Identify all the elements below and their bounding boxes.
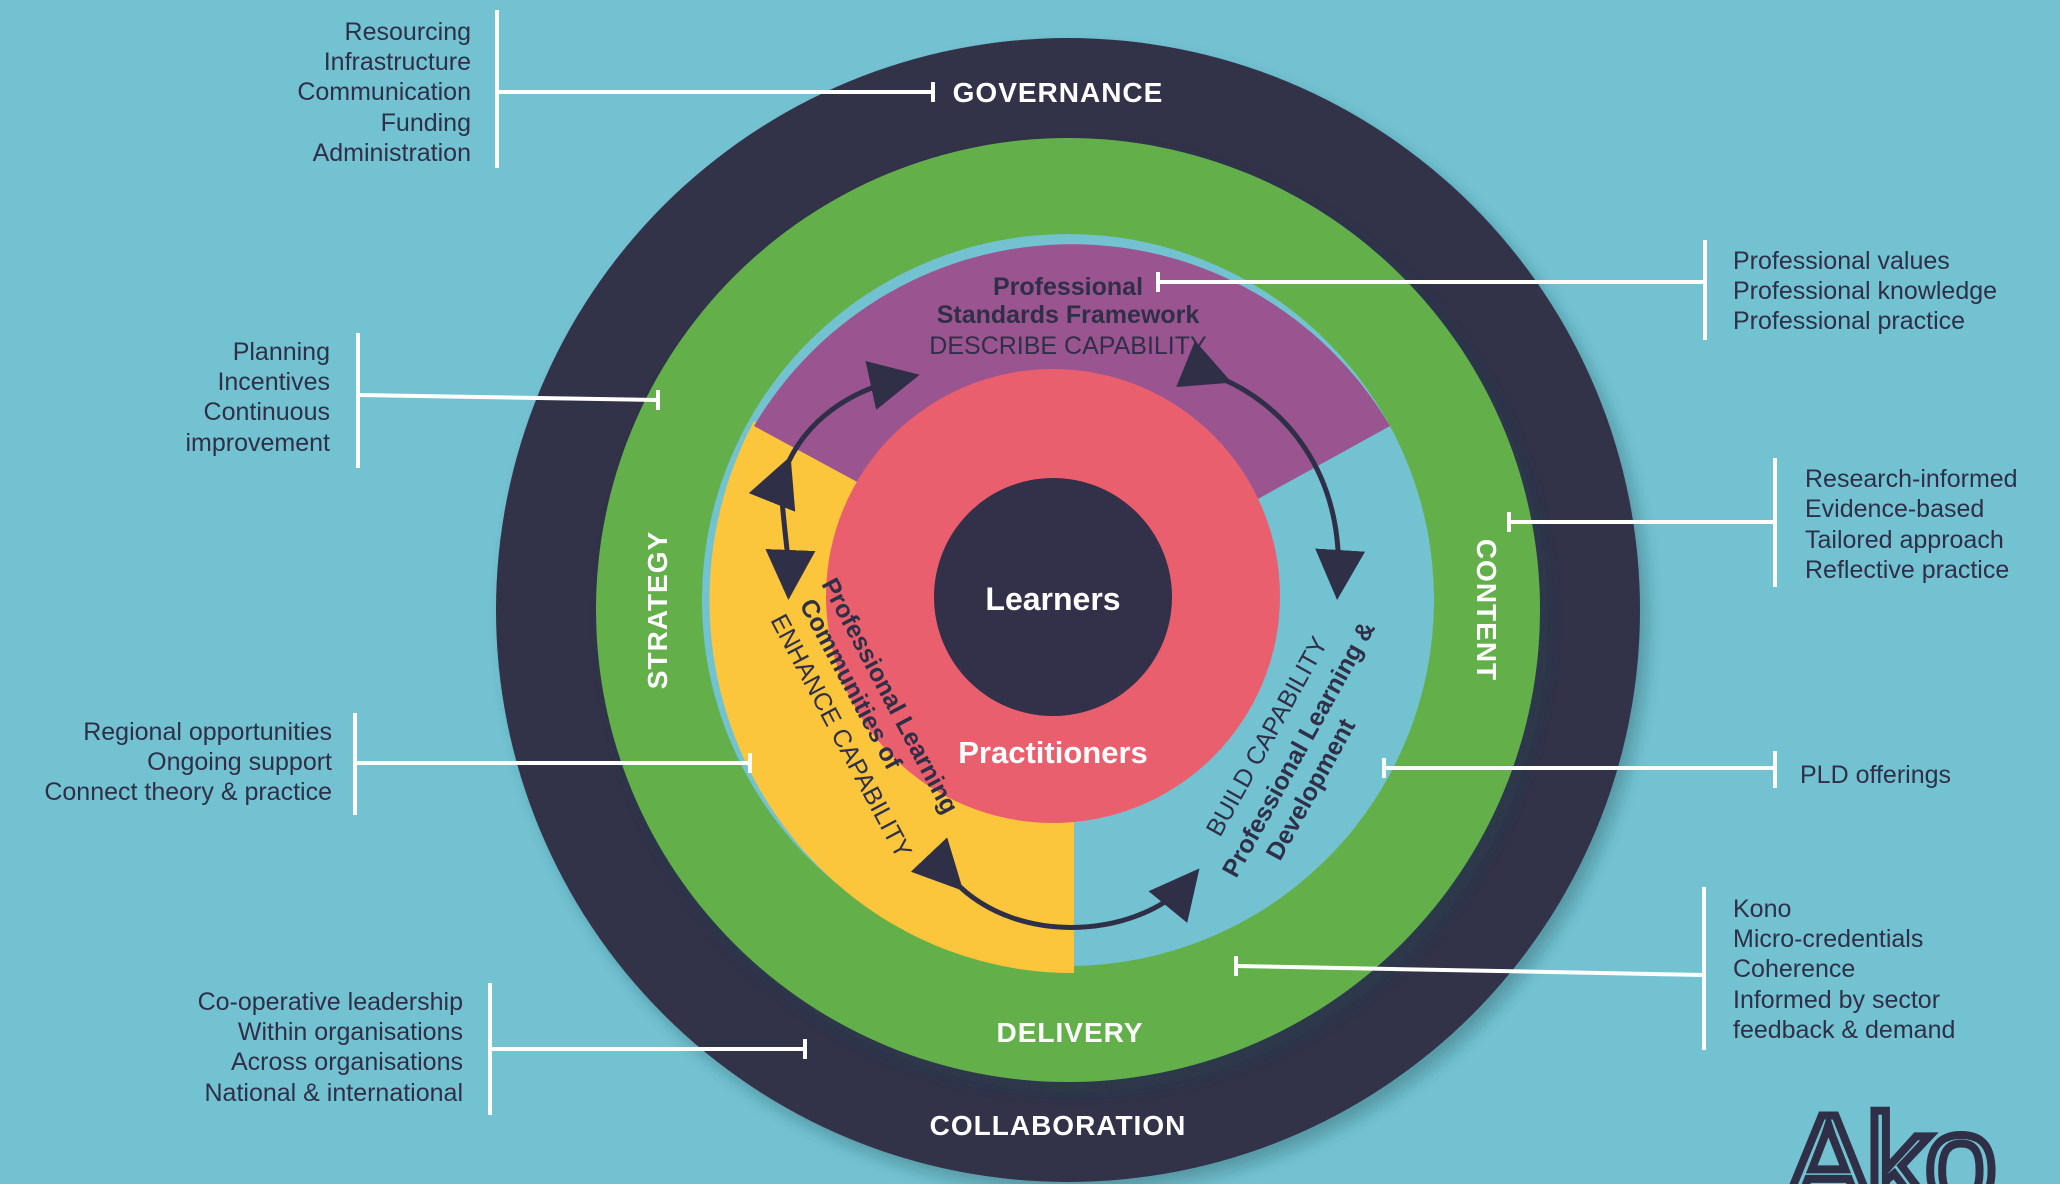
governance-callout: Resourcing Infrastructure Communication …	[297, 18, 471, 167]
content-callout-line-3: Tailored approach	[1805, 526, 2004, 554]
delivery-callout-line-4: Informed by sector	[1733, 986, 1940, 1014]
callout-lines	[353, 10, 1777, 1115]
content-callout-line-1: Research-informed	[1805, 465, 2018, 493]
content-callout: Research-informed Evidence-based Tailore…	[1805, 465, 2018, 584]
collaboration-callout-line-2: Within organisations	[238, 1018, 463, 1046]
standards-communities-arrow	[748, 361, 920, 512]
standards-callout: Professional values Professional knowled…	[1733, 247, 1997, 335]
strategy-callout: Planning Incentives Continuous improveme…	[186, 338, 331, 457]
delivery-callout-line-1: Kono	[1733, 895, 1791, 923]
communities-callout: Regional opportunities Ongoing support C…	[44, 718, 332, 806]
practitioners-label: Practitioners	[958, 735, 1148, 770]
delivery-callout-line-2: Micro-credentials	[1733, 925, 1923, 953]
delivery-callout-line-5: feedback & demand	[1733, 1016, 1955, 1044]
communities-down-arrow	[765, 469, 816, 600]
collaboration-callout-line-3: Across organisations	[231, 1048, 463, 1076]
collaboration-callout-line-4: National & international	[205, 1079, 464, 1107]
governance-label: GOVERNANCE	[953, 77, 1164, 108]
pld-callout: PLD offerings	[1800, 761, 1951, 789]
governance-callout-line-5: Administration	[313, 139, 471, 167]
learners-core	[934, 478, 1172, 716]
delivery-callout: Kono Micro-credentials Coherence Informe…	[1733, 895, 1955, 1044]
communities-callout-line-2: Ongoing support	[147, 748, 332, 776]
communities-callout-line-3: Connect theory & practice	[44, 778, 332, 806]
governance-callout-line-3: Communication	[297, 78, 471, 106]
communities-pld-arrow	[910, 837, 1200, 930]
content-callout-line-4: Reflective practice	[1805, 556, 2009, 584]
standards-callout-line-1: Professional values	[1733, 247, 1950, 275]
pld-callout-line-1: PLD offerings	[1800, 761, 1951, 789]
strategy-callout-line-2: Incentives	[217, 368, 330, 396]
standards-title-line2: Standards Framework	[937, 301, 1200, 329]
content-callout-line-2: Evidence-based	[1805, 495, 1984, 523]
governance-callout-line-2: Infrastructure	[324, 48, 471, 76]
strategy-callout-line-1: Planning	[233, 338, 330, 366]
delivery-callout-line-3: Coherence	[1733, 955, 1855, 983]
delivery-label: DELIVERY	[997, 1017, 1144, 1048]
strategy-callout-line-3: Continuous	[204, 398, 330, 426]
standards-pld-arrow	[1176, 340, 1366, 600]
governance-callout-line-1: Resourcing	[345, 18, 471, 46]
standards-callout-line-2: Professional knowledge	[1733, 277, 1997, 305]
strategy-callout-line-4: improvement	[186, 429, 331, 457]
strategy-label: STRATEGY	[642, 531, 673, 689]
content-label: CONTENT	[1471, 539, 1502, 681]
ako-logo: Ako	[1785, 1087, 1992, 1184]
learners-label: Learners	[985, 581, 1120, 617]
governance-callout-line-4: Funding	[381, 109, 471, 137]
standards-callout-line-3: Professional practice	[1733, 307, 1965, 335]
standards-title-line1: Professional	[993, 273, 1143, 301]
collaboration-label: COLLABORATION	[930, 1110, 1187, 1141]
standards-subtitle: DESCRIBE CAPABILITY	[929, 332, 1207, 360]
collaboration-callout: Co-operative leadership Within organisat…	[198, 988, 463, 1107]
collaboration-callout-line-1: Co-operative leadership	[198, 988, 463, 1016]
delivery-connector	[1235, 964, 1705, 977]
strategy-connector	[357, 393, 659, 402]
communities-callout-line-1: Regional opportunities	[83, 718, 332, 746]
